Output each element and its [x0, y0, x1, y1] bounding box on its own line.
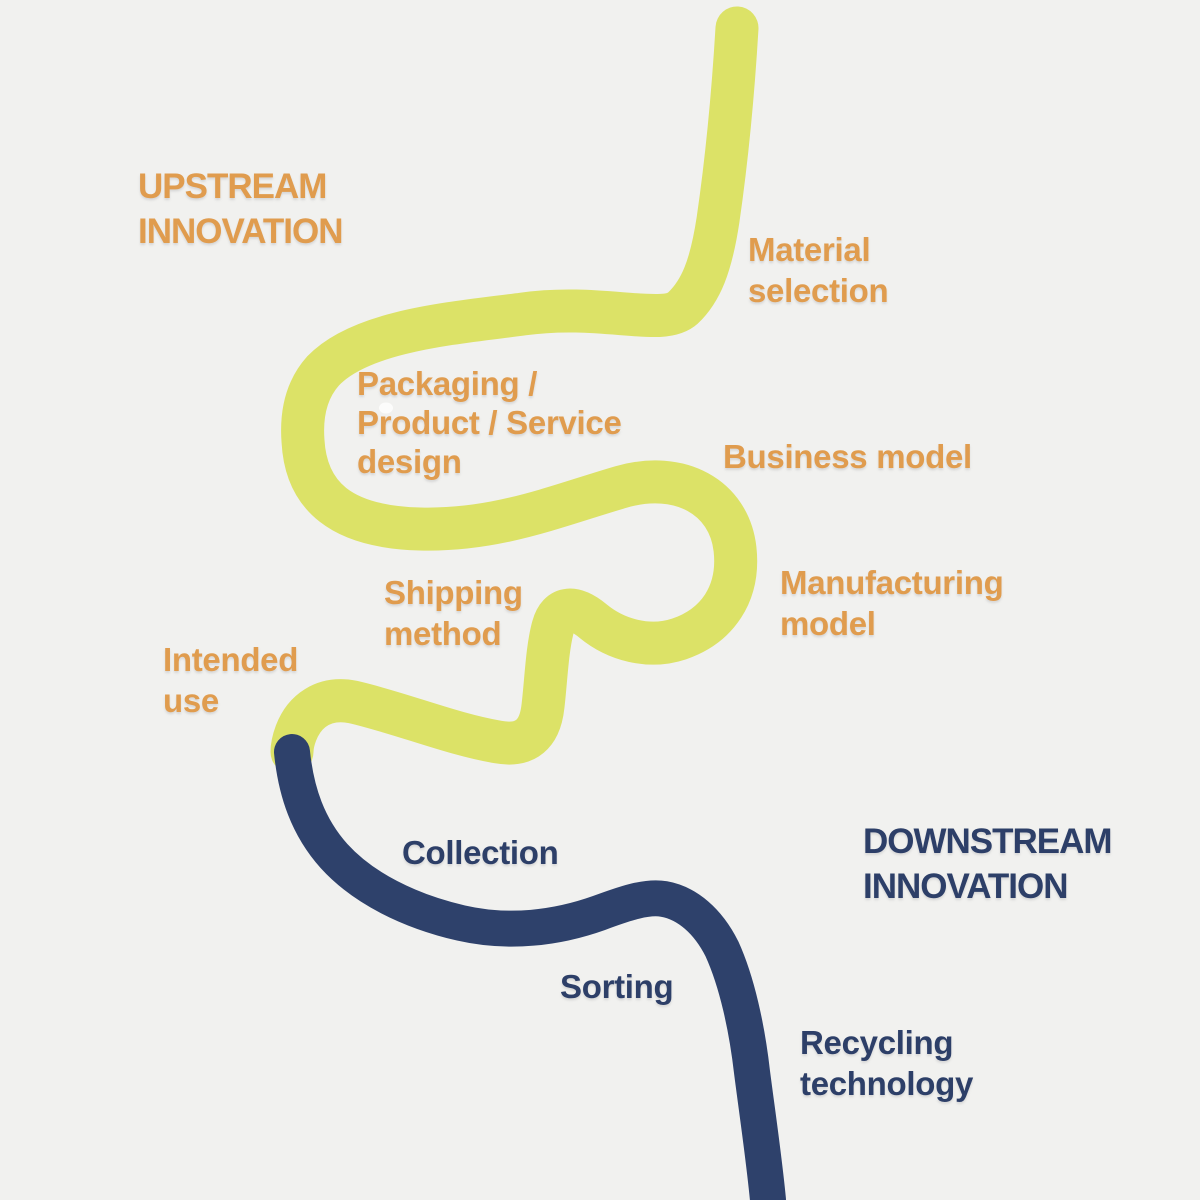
label-packaging-product-service-design: Packaging / Product / Service design — [357, 365, 622, 480]
label-recycling-technology: Recycling technology — [800, 1024, 974, 1102]
label-manufacturing-model: Manufacturing model — [780, 564, 1004, 642]
label-shipping-method: Shipping method — [384, 574, 523, 652]
downstream-path — [274, 734, 786, 1200]
upstream-innovation-title: UPSTREAM INNOVATION — [138, 167, 344, 251]
label-business-model: Business model — [723, 438, 972, 475]
label-intended-use: Intended use — [163, 641, 299, 719]
white-dot-artifact — [379, 402, 393, 414]
label-material-selection: Material selection — [748, 231, 889, 309]
upstream-path — [270, 6, 759, 774]
label-sorting: Sorting — [560, 968, 674, 1005]
label-collection: Collection — [402, 834, 559, 871]
downstream-innovation-title: DOWNSTREAM INNOVATION — [863, 822, 1113, 906]
